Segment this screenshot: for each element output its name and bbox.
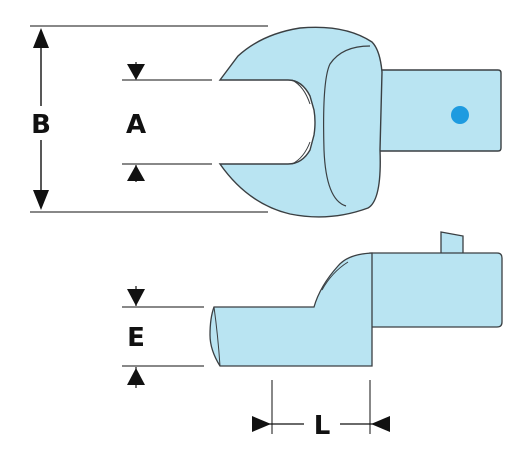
dimension-l-label: L — [314, 411, 331, 441]
dimension-e-label: E — [127, 323, 145, 353]
insert-tang — [369, 69, 502, 152]
wrench-top-view — [218, 26, 502, 218]
dimension-e — [122, 286, 204, 388]
jaw-edge-detail — [291, 79, 311, 165]
dimension-b-label: B — [31, 110, 51, 140]
head-inner-contour — [323, 45, 371, 207]
side-body — [209, 252, 373, 367]
dimension-b-label-bg — [28, 106, 56, 140]
wrench-side-view — [209, 231, 503, 367]
wrench-head — [218, 26, 383, 218]
dimension-l — [252, 380, 390, 434]
dimension-b — [30, 25, 268, 213]
side-body-detail — [213, 261, 349, 367]
ball-detent-dot — [451, 106, 469, 124]
dimension-a-label: A — [126, 110, 146, 140]
side-tang — [369, 252, 503, 328]
dimension-a — [122, 62, 212, 182]
